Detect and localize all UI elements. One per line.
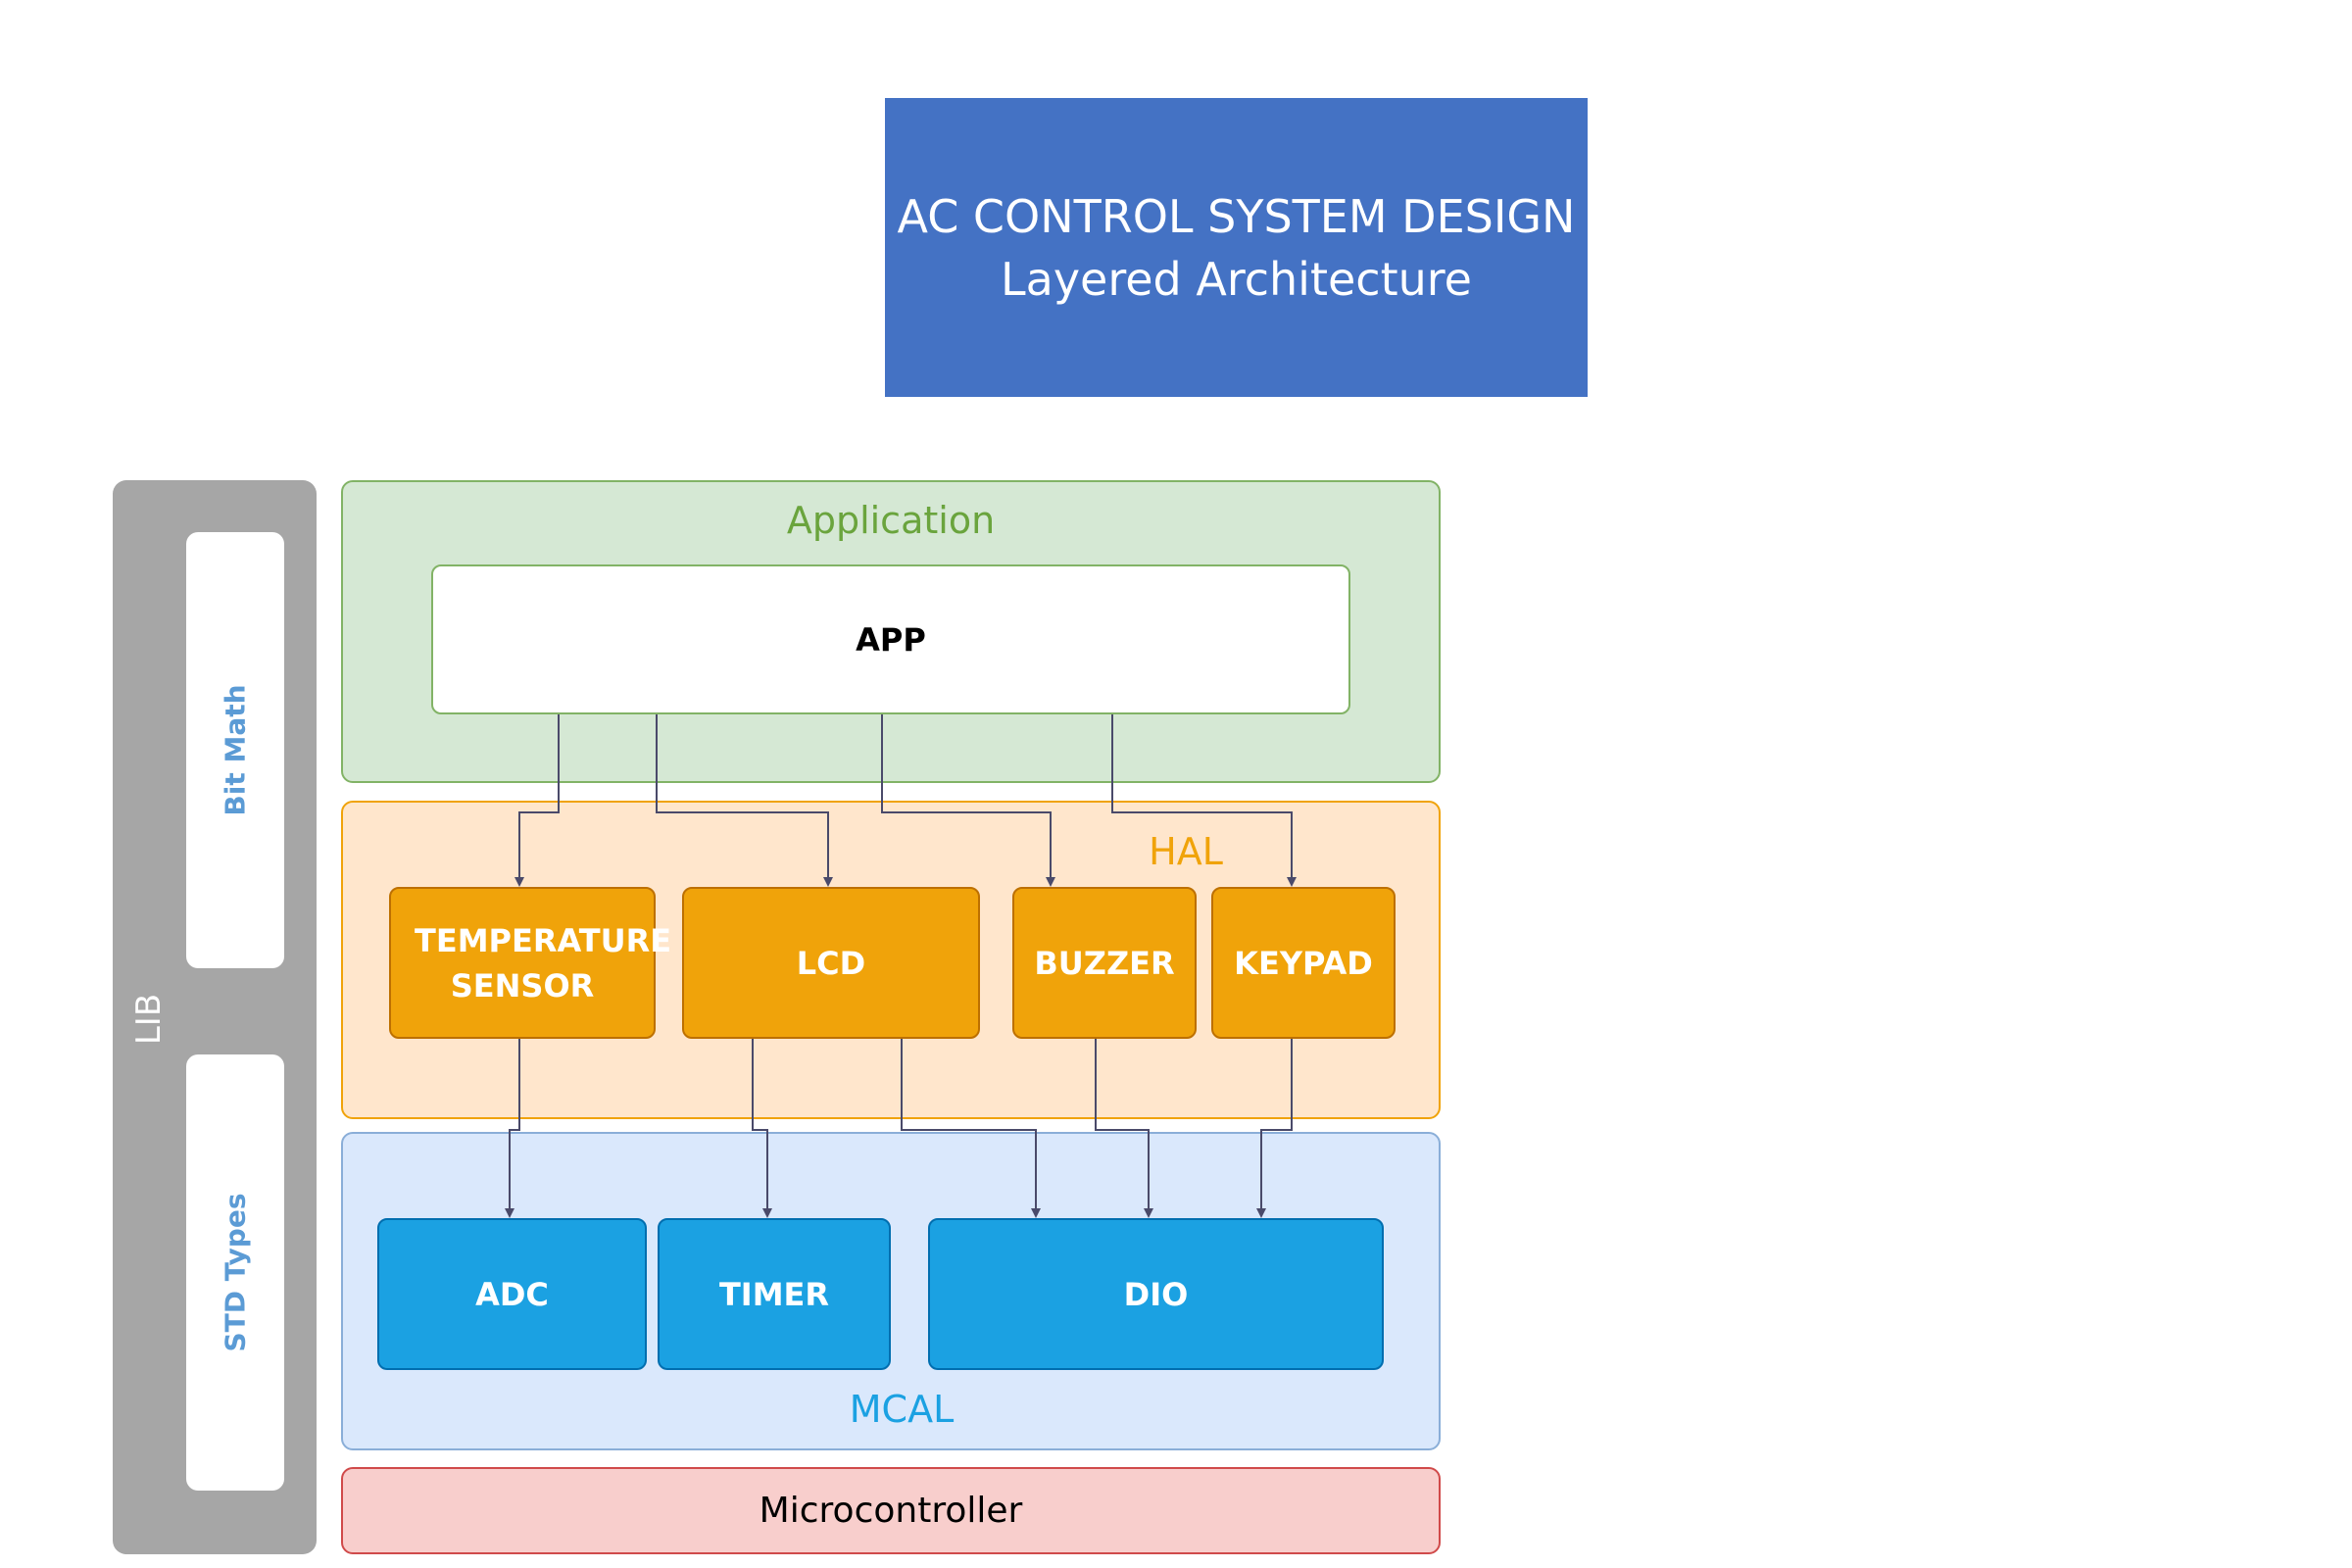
- lib-item-std-types: STD Types: [186, 1054, 284, 1491]
- module-label: DIO: [1123, 1275, 1189, 1313]
- module-dio: DIO: [928, 1218, 1384, 1370]
- application-layer-title: Application: [786, 499, 996, 542]
- module-label: TEMPERATURE SENSOR: [415, 921, 672, 1004]
- lib-item-bit-math: Bit Math: [186, 532, 284, 968]
- module-keypad: KEYPAD: [1211, 887, 1396, 1039]
- module-label: ADC: [475, 1275, 549, 1313]
- diagram-title-box: AC CONTROL SYSTEM DESIGN Layered Archite…: [885, 98, 1588, 397]
- module-timer: TIMER: [658, 1218, 891, 1370]
- module-buzzer: BUZZER: [1012, 887, 1197, 1039]
- microcontroller-label: Microcontroller: [759, 1491, 1023, 1531]
- lib-label: LIB: [129, 993, 170, 1046]
- module-temperature-sensor: TEMPERATURE SENSOR: [389, 887, 672, 1039]
- lib-item-label: STD Types: [219, 1193, 252, 1352]
- mcal-layer-title: MCAL: [849, 1388, 955, 1431]
- diagram-title: AC CONTROL SYSTEM DESIGN: [897, 189, 1576, 243]
- module-label: APP: [856, 620, 926, 659]
- module-label: BUZZER: [1034, 944, 1175, 982]
- module-lcd: LCD: [682, 887, 980, 1039]
- microcontroller-layer: Microcontroller: [341, 1467, 1441, 1554]
- module-app: APP: [431, 564, 1350, 714]
- hal-layer-title: HAL: [1149, 830, 1223, 873]
- module-adc: ADC: [377, 1218, 647, 1370]
- module-label: TIMER: [718, 1275, 830, 1313]
- diagram-subtitle: Layered Architecture: [1001, 252, 1472, 306]
- module-label: LCD: [796, 944, 866, 982]
- module-label: KEYPAD: [1234, 944, 1373, 982]
- lib-item-label: Bit Math: [219, 684, 252, 816]
